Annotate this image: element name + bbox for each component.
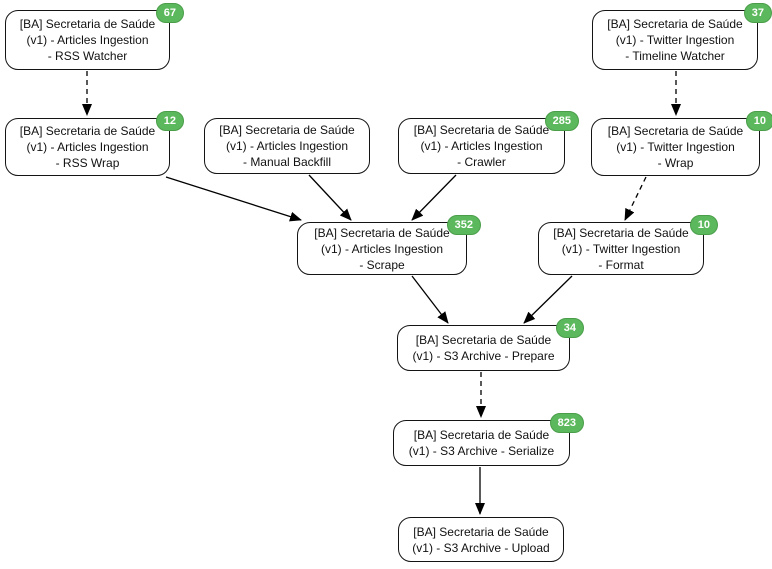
node-label-line: (v1) - Twitter Ingestion xyxy=(616,140,735,154)
node-articles-crawler[interactable]: 285 [BA] Secretaria de Saúde (v1) - Arti… xyxy=(398,111,579,174)
run-count-badge: 285 xyxy=(544,111,579,131)
node-articles-rss-watcher[interactable]: 67 [BA] Secretaria de Saúde (v1) - Artic… xyxy=(5,3,184,70)
node-label-line: [BA] Secretaria de Saúde xyxy=(413,123,550,137)
node-label-line: [BA] Secretaria de Saúde xyxy=(19,17,156,31)
run-count-badge: 352 xyxy=(446,215,481,235)
node-s3-archive-prepare[interactable]: 34 [BA] Secretaria de Saúde (v1) - S3 Ar… xyxy=(397,318,584,371)
run-count-badge: 34 xyxy=(555,318,584,338)
node-label-line: - Format xyxy=(598,257,644,272)
node-label-line: [BA] Secretaria de Saúde xyxy=(607,17,743,31)
node-s3-archive-upload[interactable]: [BA] Secretaria de Saúde (v1) - S3 Archi… xyxy=(398,517,564,562)
node-label-line: (v1) - Articles Ingestion xyxy=(26,140,149,154)
run-count-badge: 12 xyxy=(155,111,184,131)
node-label-line: [BA] Secretaria de Saúde xyxy=(413,524,549,539)
edge-twitter-format-to-s3-prepare xyxy=(523,275,573,324)
run-count-badge: 10 xyxy=(689,215,718,235)
node-label-line: (v1) - S3 Archive - Serialize xyxy=(408,444,555,458)
node-articles-manual-backfill[interactable]: [BA] Secretaria de Saúde (v1) - Articles… xyxy=(204,118,370,174)
edge-articles-crawler-to-articles-scrape xyxy=(411,174,457,221)
node-label-line: (v1) - Twitter Ingestion xyxy=(561,241,681,256)
run-count-badge: 37 xyxy=(743,3,772,23)
node-label-line: [BA] Secretaria de Saúde xyxy=(413,428,550,442)
node-s3-archive-serialize[interactable]: 823 [BA] Secretaria de Saúde (v1) - S3 A… xyxy=(393,413,584,466)
run-count-badge: 67 xyxy=(155,3,184,23)
node-label-line: - Wrap xyxy=(657,156,694,170)
node-label-line: (v1) - S3 Archive - Upload xyxy=(412,540,550,555)
node-label-line: - Timeline Watcher xyxy=(625,49,725,63)
node-label-line: (v1) - Articles Ingestion xyxy=(225,139,349,153)
node-label-line: [BA] Secretaria de Saúde xyxy=(415,333,552,347)
edge-articles-rss-wrap-to-articles-scrape xyxy=(165,176,302,222)
node-label-line: (v1) - S3 Archive - Prepare xyxy=(412,349,555,363)
node-label-line: - Crawler xyxy=(457,155,506,169)
edge-twitter-wrap-to-twitter-format xyxy=(624,176,647,221)
node-label-line: [BA] Secretaria de Saúde xyxy=(607,124,744,138)
node-twitter-timeline-watcher[interactable]: 37 [BA] Secretaria de Saúde (v1) - Twitt… xyxy=(592,3,772,70)
node-label-line: - RSS Watcher xyxy=(47,49,128,63)
node-label-line: - Scrape xyxy=(359,257,405,272)
node-label-line: - Manual Backfill xyxy=(242,155,332,169)
run-count-badge: 10 xyxy=(745,111,772,131)
node-articles-scrape[interactable]: 352 [BA] Secretaria de Saúde (v1) - Arti… xyxy=(297,215,481,275)
node-label-line: - RSS Wrap xyxy=(55,156,120,170)
node-label-line: [BA] Secretaria de Saúde xyxy=(19,124,156,138)
node-label-line: (v1) - Articles Ingestion xyxy=(26,33,149,47)
node-label-line: [BA] Secretaria de Saúde xyxy=(314,225,450,240)
edge-articles-manual-backfill-to-articles-scrape xyxy=(308,174,352,221)
node-label-line: (v1) - Articles Ingestion xyxy=(320,241,444,256)
node-articles-rss-wrap[interactable]: 12 [BA] Secretaria de Saúde (v1) - Artic… xyxy=(5,111,184,176)
node-twitter-format[interactable]: 10 [BA] Secretaria de Saúde (v1) - Twitt… xyxy=(538,215,718,275)
node-twitter-wrap[interactable]: 10 [BA] Secretaria de Saúde (v1) - Twitt… xyxy=(591,111,772,176)
node-label-line: [BA] Secretaria de Saúde xyxy=(553,225,689,240)
edge-articles-scrape-to-s3-prepare xyxy=(411,275,449,324)
run-count-badge: 823 xyxy=(549,413,584,433)
node-label-line: [BA] Secretaria de Saúde xyxy=(219,123,355,137)
node-label-line: (v1) - Articles Ingestion xyxy=(420,139,543,153)
node-label-line: (v1) - Twitter Ingestion xyxy=(615,33,735,47)
